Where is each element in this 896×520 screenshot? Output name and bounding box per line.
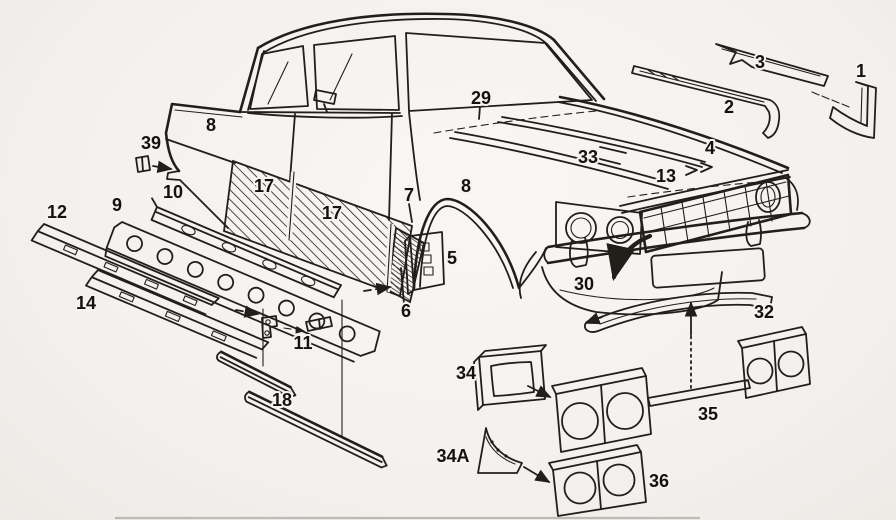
part-label-34A: 34A [436,446,469,466]
a-pillar [552,38,606,101]
headlamp-panel-35-right [737,326,811,399]
quarter-crease [165,138,236,164]
part-label-1: 1 [856,61,866,81]
trunk-edge [164,102,242,173]
rear-door-cut [289,113,296,181]
leader-6 [400,267,405,305]
leader-29 [478,105,481,120]
part-label-13: 13 [656,166,676,186]
part-label-2: 2 [724,97,734,117]
front-bumper [543,211,811,268]
part-label-6: 6 [401,301,411,321]
part-label-32: 32 [754,302,774,322]
front-door-window [313,35,400,111]
beltline [239,111,401,114]
headlamp-panel-36 [548,444,647,517]
part-label-18: 18 [272,390,292,410]
part-label-8b: 8 [461,176,471,196]
fender-shoulder-inner [557,101,783,174]
sill-rail-14 [85,269,270,359]
sill-panel-9 [104,221,381,363]
headlamp-right [755,177,799,213]
sill-rail-12 [30,223,220,316]
part-label-29: 29 [471,88,491,108]
bonnet-dashes-33 [595,146,627,165]
car-body [164,12,811,325]
brackets-11 [261,299,343,437]
trunk-gap-line [174,109,243,118]
rear-door-window [249,45,309,110]
gusset-34A [477,427,523,474]
interior-lines [267,53,353,105]
tread-strip-18a [216,350,297,398]
part-labels: 12345678891011121314171718293032333434A3… [45,50,868,493]
a-post-base [408,111,421,201]
arrow-34 [527,385,552,398]
windshield [405,32,593,112]
tread-strip-18b [244,390,388,469]
arrow-sill [235,305,260,318]
arrow-34A [523,466,551,483]
clip-39 [135,155,173,173]
door-mirror [313,89,337,113]
part-label-11: 11 [293,333,312,353]
part-label-14: 14 [76,293,96,313]
leader-7 [408,203,413,223]
roof-line [256,12,556,50]
bonnet-crease-1 [449,131,672,190]
chevrons-13 [685,162,713,176]
crossbar-35 [647,379,751,407]
front-wheel-arch-lip [419,205,514,289]
beltline-shadow [247,112,403,119]
headlamp-panel-35-left [551,367,652,453]
bracket-1 [811,81,877,139]
valance-strip-32 [584,291,773,333]
strip-3 [715,43,829,87]
part-label-39: 39 [141,133,161,153]
front-door-cut [388,112,393,221]
part-label-17a: 17 [254,176,274,196]
part-label-10: 10 [163,182,183,202]
part-label-9: 9 [112,195,122,215]
part-label-12: 12 [47,202,67,222]
rear-pillar [238,46,260,114]
fender-shoulder [558,95,790,170]
headlamp-pair-left [555,201,643,255]
bumper-overrider-right [745,219,762,247]
part-label-36: 36 [649,471,669,491]
bumper-overrider-left [569,237,589,268]
curved-arrow-bumper [606,233,653,282]
sill-rail-10 [150,197,343,299]
part-label-17b: 17 [322,203,342,223]
part-label-33: 33 [578,147,598,167]
bonnet-crease-2 [497,116,706,168]
part-label-4: 4 [705,138,715,158]
part-label-35: 35 [698,404,718,424]
part-label-8a: 8 [206,115,216,135]
part-label-7: 7 [404,185,414,205]
licence-plate [650,247,766,289]
a-pillar-inner [546,43,597,102]
part-label-3: 3 [755,52,765,72]
bracket-5 [404,231,445,295]
cowl-seam-dashed [433,110,597,134]
roof-drip-rail [262,18,548,54]
arrow-6 [363,282,392,296]
frame-34 [473,344,547,411]
part-label-5: 5 [447,248,457,268]
part-label-34: 34 [456,363,476,383]
strip-2 [631,65,781,139]
fender-front-corner [518,247,547,289]
part-label-30: 30 [574,274,594,294]
